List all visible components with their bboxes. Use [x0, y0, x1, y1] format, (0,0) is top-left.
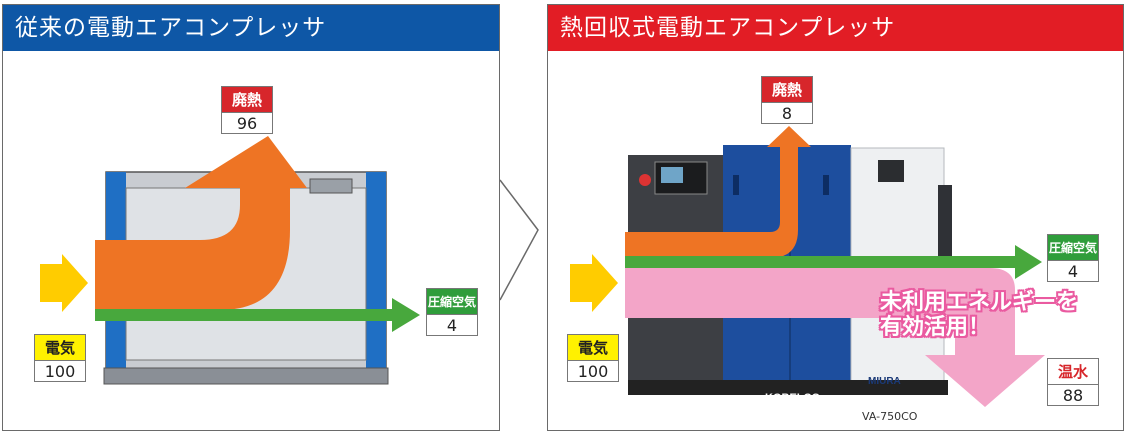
hot-water-label: 温水 88: [1047, 358, 1099, 406]
right-electricity-input-arrow: [570, 254, 618, 312]
right-waste-heat-label: 廃熱 8: [761, 76, 813, 124]
right-waste-heat-value: 8: [761, 102, 813, 124]
right-compressed-air-value: 4: [1047, 260, 1099, 282]
callout-line-2: 有効活用！: [880, 315, 1110, 340]
kobelco-brand: KOBELCO: [765, 392, 820, 404]
right-electricity-label: 電気 100: [567, 334, 619, 382]
callout-line-1: 未利用エネルギーを: [880, 290, 1110, 315]
right-electricity-value: 100: [567, 360, 619, 382]
right-electricity-name: 電気: [567, 334, 619, 360]
miura-brand: MIURA: [868, 376, 901, 387]
model-number: VA-750CO: [862, 410, 917, 423]
unused-energy-callout: 未利用エネルギーを 有効活用！: [880, 290, 1110, 340]
right-compressed-air-label: 圧縮空気 4: [1047, 234, 1099, 282]
hot-water-value: 88: [1047, 384, 1099, 406]
hot-water-name: 温水: [1047, 358, 1099, 384]
right-compressed-air-name: 圧縮空気: [1047, 234, 1099, 260]
right-waste-heat-name: 廃熱: [761, 76, 813, 102]
